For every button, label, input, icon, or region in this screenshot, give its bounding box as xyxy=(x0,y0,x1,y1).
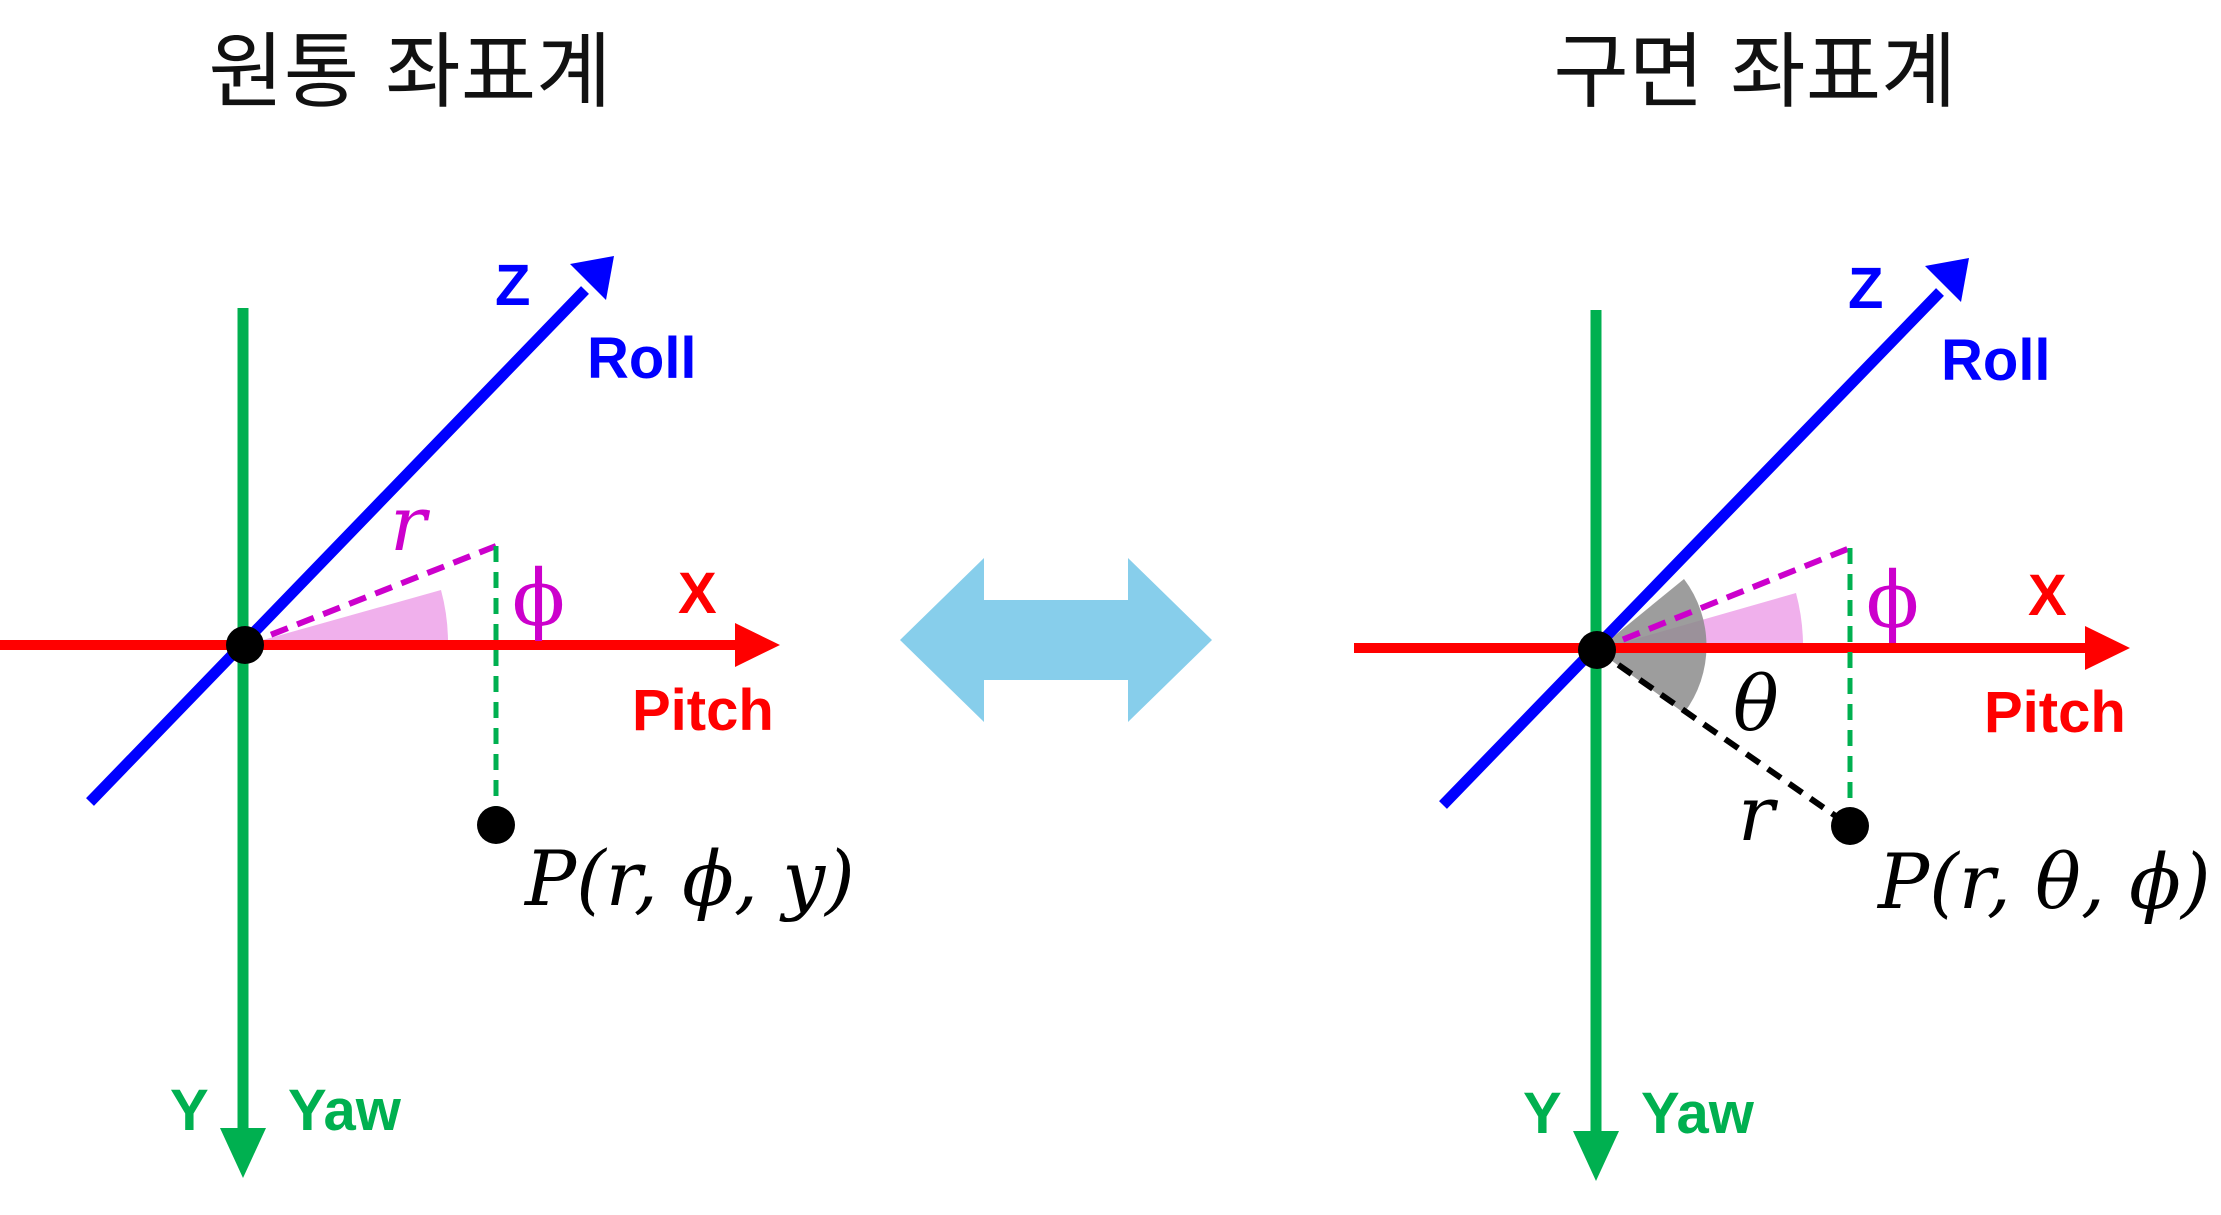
cylindrical-title: 원통 좌표계 xyxy=(208,25,611,120)
r-label: r xyxy=(1738,769,1779,858)
spherical-panel: 구면 좌표계 Z Roll X Pitch Y Yaw ϕ θ r P(r, xyxy=(1354,25,2211,1181)
y-axis-arrowhead xyxy=(1573,1131,1619,1181)
z-axis-label: Z xyxy=(495,253,530,318)
point-p xyxy=(477,806,515,844)
y-axis-label: Y xyxy=(170,1078,209,1143)
origin-point xyxy=(1578,631,1616,669)
z-axis xyxy=(1439,288,1944,809)
pitch-label: Pitch xyxy=(632,678,774,743)
z-axis xyxy=(86,286,589,806)
x-axis-arrowhead xyxy=(2085,626,2130,670)
yaw-label: Yaw xyxy=(288,1078,402,1143)
x-axis-label: X xyxy=(2028,563,2067,628)
bidirectional-arrow xyxy=(900,558,1212,722)
origin-point xyxy=(226,626,264,664)
point-p xyxy=(1831,807,1869,845)
spherical-title: 구면 좌표계 xyxy=(1553,25,1956,120)
theta-label: θ xyxy=(1733,659,1779,748)
roll-label: Roll xyxy=(1941,328,2051,393)
point-p-label: P(r, ϕ, y) xyxy=(523,834,855,923)
cylindrical-panel: 원통 좌표계 Z Roll X Pitch Y Yaw r ϕ P(r, ϕ, … xyxy=(0,25,855,1178)
z-axis-arrowhead xyxy=(570,256,614,300)
projection-r-dashed-line xyxy=(1595,545,1852,653)
y-axis-label: Y xyxy=(1523,1081,1562,1146)
phi-label: ϕ xyxy=(1866,556,1919,646)
roll-label: Roll xyxy=(587,326,697,391)
z-axis-arrowhead xyxy=(1925,258,1969,302)
r-dashed-line xyxy=(243,543,498,648)
x-axis-label: X xyxy=(678,561,717,626)
phi-angle-wedge xyxy=(245,590,449,645)
z-axis-label: Z xyxy=(1848,256,1883,321)
r-label: r xyxy=(390,479,431,568)
y-axis-arrowhead xyxy=(220,1128,266,1178)
phi-label: ϕ xyxy=(512,554,565,644)
x-axis-arrowhead xyxy=(735,623,780,667)
point-p-label: P(r, θ, ϕ) xyxy=(1876,837,2211,926)
yaw-label: Yaw xyxy=(1641,1081,1755,1146)
pitch-label: Pitch xyxy=(1984,680,2126,745)
